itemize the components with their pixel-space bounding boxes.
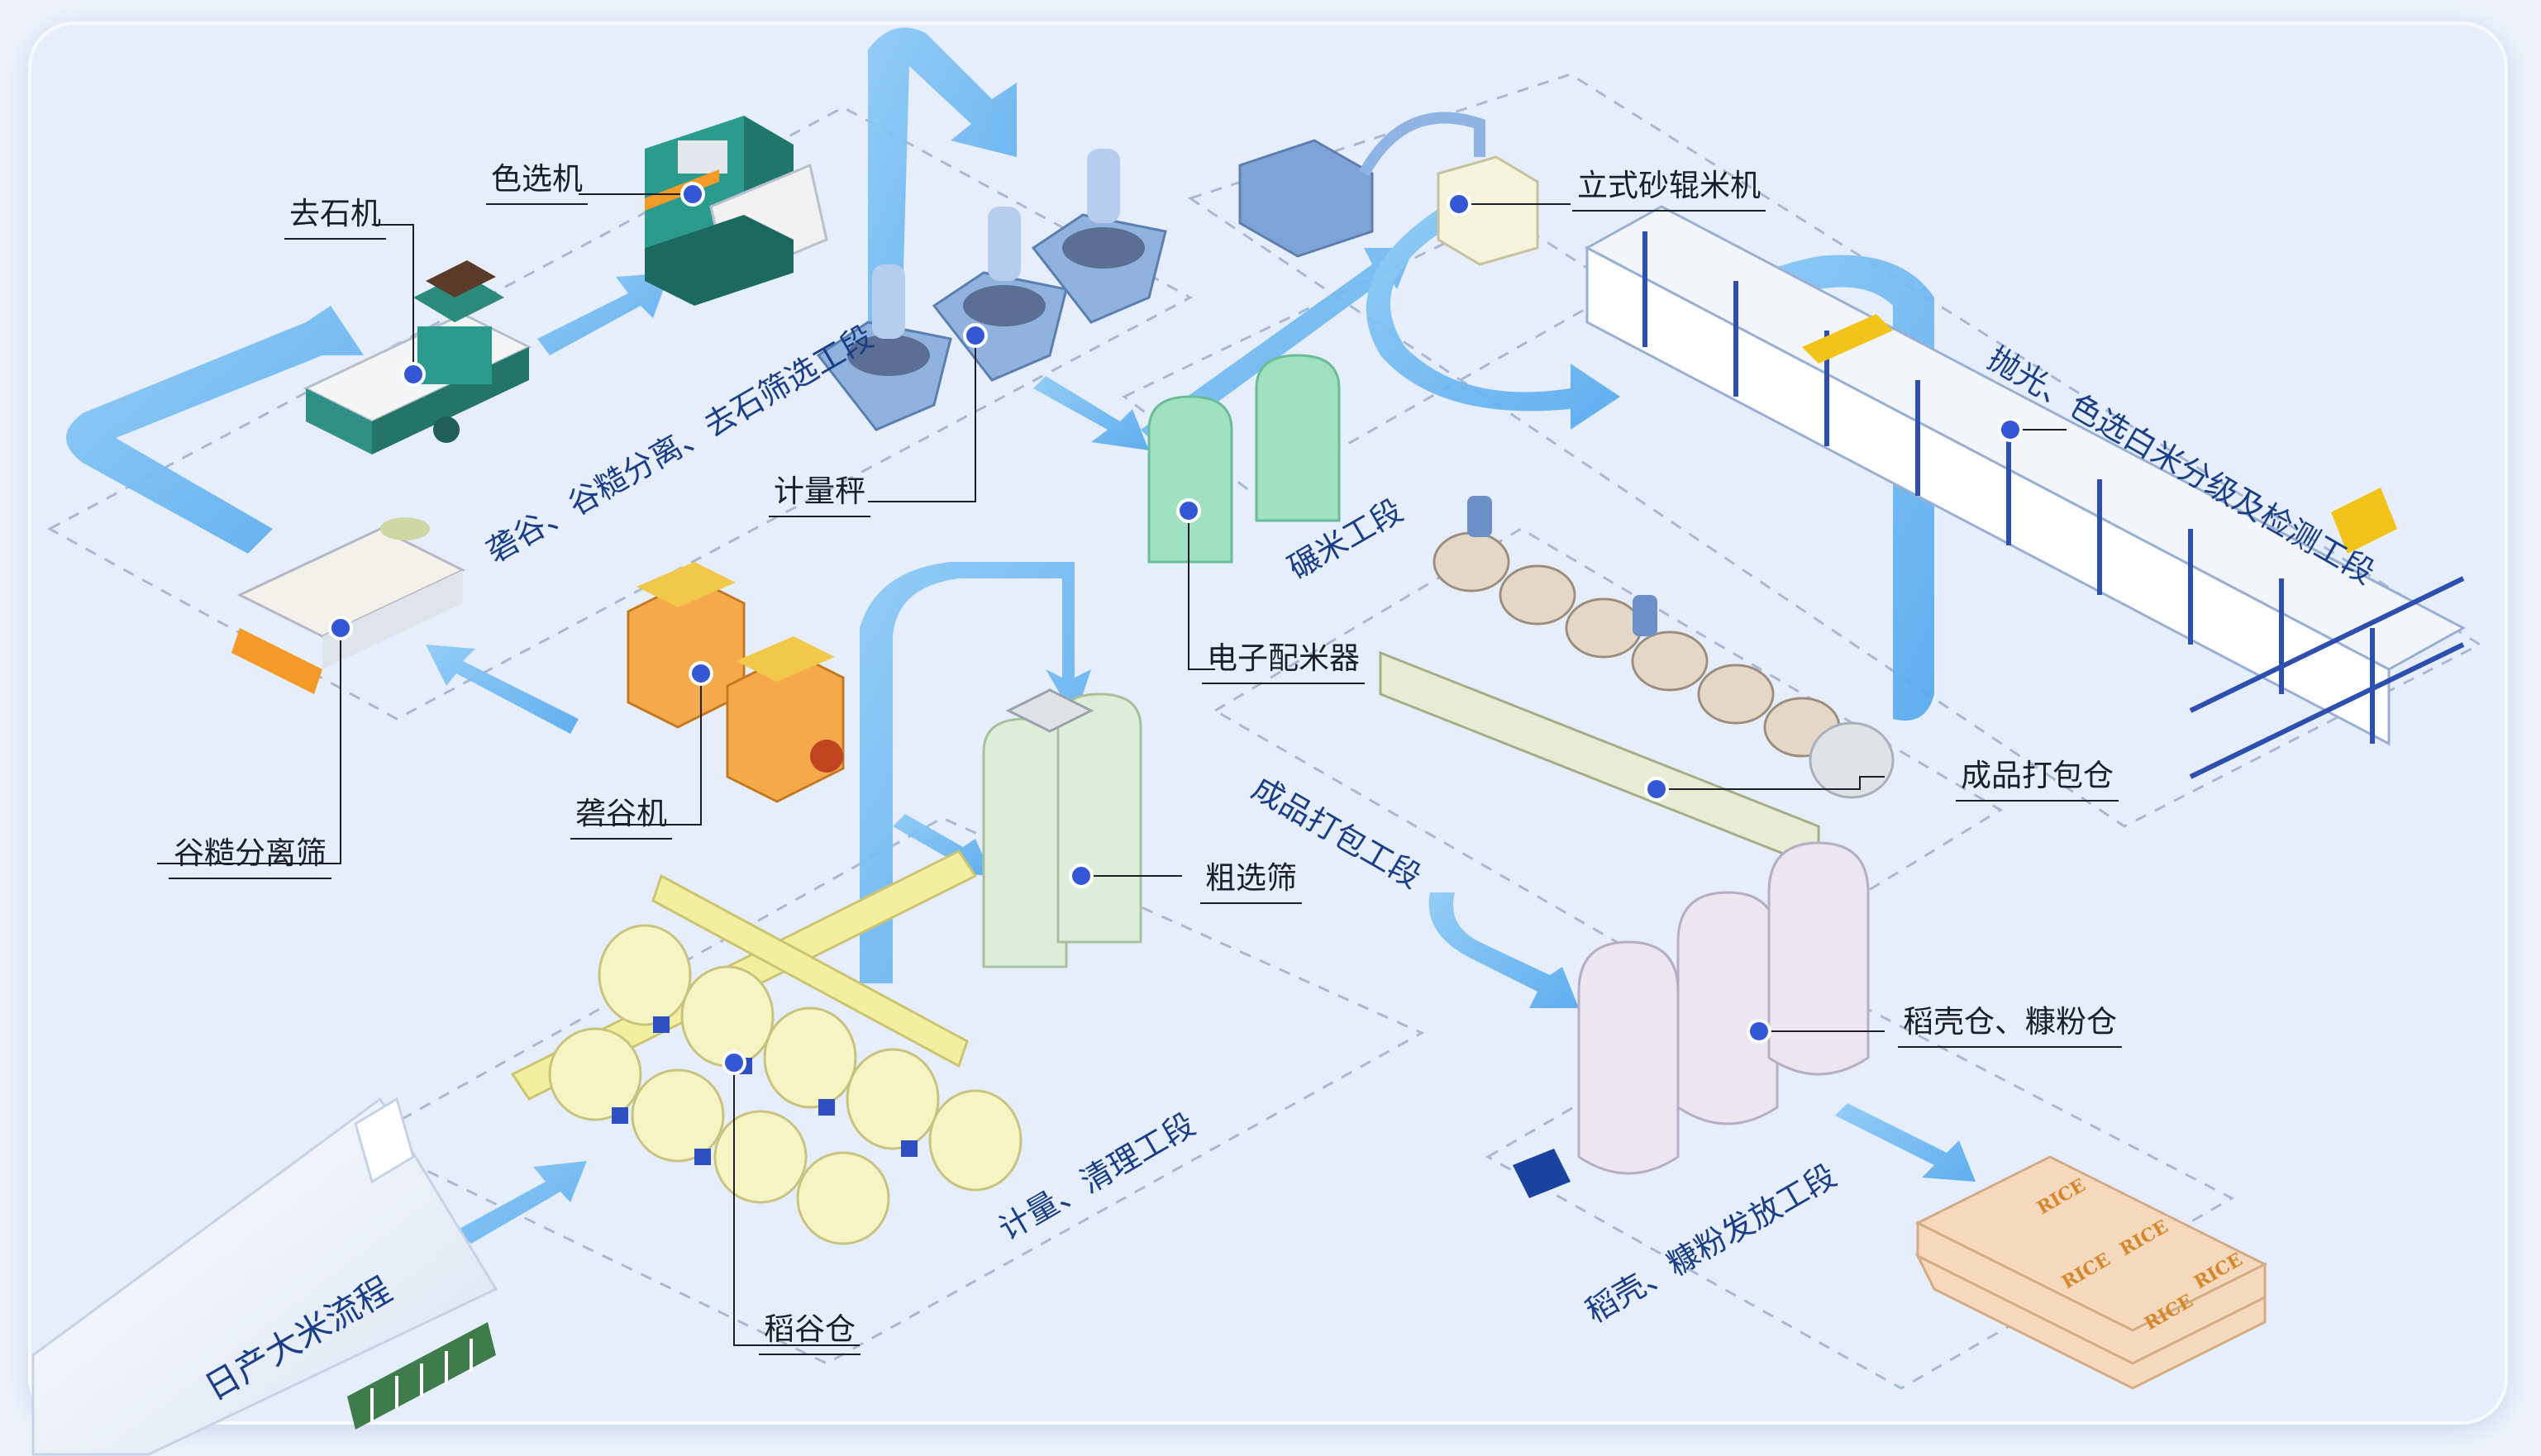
husk-bins — [1513, 841, 1870, 1198]
mixer-tanks — [1147, 354, 1341, 564]
arrow-up-to-scale — [868, 27, 1017, 355]
vertical-mill-machine — [1238, 112, 1539, 266]
label-packing-bin: 成品打包仓 — [1956, 750, 2119, 802]
dot-polishing — [1998, 417, 2023, 442]
husker-machine — [627, 562, 845, 803]
packing-bins — [1379, 496, 1895, 870]
label-vertical-mill: 立式砂辊米机 — [1572, 160, 1766, 212]
polishing-line — [1584, 205, 2467, 779]
label-scale: 计量秤 — [769, 466, 870, 517]
zone-metering — [360, 816, 1425, 1365]
arrow-husking-loop — [66, 306, 364, 554]
arrow-screen-side — [893, 814, 992, 876]
arrow-to-color-sorter — [537, 273, 670, 355]
arrow-packing-down — [1428, 892, 1579, 1008]
arrow-to-mixer — [1141, 248, 1414, 446]
dot-mixer — [1176, 498, 1201, 523]
dot-separator — [328, 616, 353, 640]
zone-husking — [46, 106, 1194, 721]
building-icon — [31, 1097, 498, 1456]
arrow-big-u — [1686, 255, 1934, 721]
label-coarse-screen: 粗选筛 — [1200, 853, 1302, 904]
arrow-entry — [455, 1161, 587, 1244]
label-color-sorter: 色选机 — [486, 154, 588, 205]
dot-paddy-bin — [722, 1050, 746, 1075]
label-paddy-bin: 稻谷仓 — [759, 1304, 861, 1355]
coarse-screen-machine — [982, 688, 1142, 968]
arrow-scale-to-mill — [1033, 376, 1149, 450]
zone-packing — [1213, 527, 2003, 993]
arrow-to-bags — [1835, 1103, 1976, 1182]
destoner-machine — [303, 260, 532, 454]
arrow-to-husker — [426, 645, 579, 734]
paddy-bins — [510, 849, 1023, 1245]
marker-dots — [328, 182, 2023, 1075]
dot-coarse-screen — [1069, 864, 1094, 888]
dot-husker — [689, 661, 713, 686]
flow-arrows — [66, 27, 1976, 1244]
dot-color-sorter — [680, 182, 705, 207]
dot-scale — [963, 323, 988, 348]
separator-machine — [231, 517, 466, 694]
label-destoner: 去石机 — [284, 188, 386, 240]
rice-bags — [1914, 1155, 2268, 1390]
label-husk-bin: 稻壳仓、糠粉仓 — [1898, 997, 2122, 1048]
arrow-down-to-screen — [860, 562, 1091, 983]
dot-destoner — [401, 362, 426, 387]
scale-hoppers — [816, 149, 1167, 431]
color-sorter-machine — [645, 116, 828, 306]
dot-husk-bin — [1747, 1019, 1771, 1044]
dot-vertical-mill — [1447, 192, 1471, 216]
label-husker: 砻谷机 — [570, 788, 672, 840]
dot-packing-bin — [1644, 777, 1669, 802]
label-separator: 谷糙分离筛 — [169, 828, 331, 879]
arrow-mill-loop — [1366, 198, 1620, 430]
label-mixer: 电子配米器 — [1202, 633, 1365, 684]
